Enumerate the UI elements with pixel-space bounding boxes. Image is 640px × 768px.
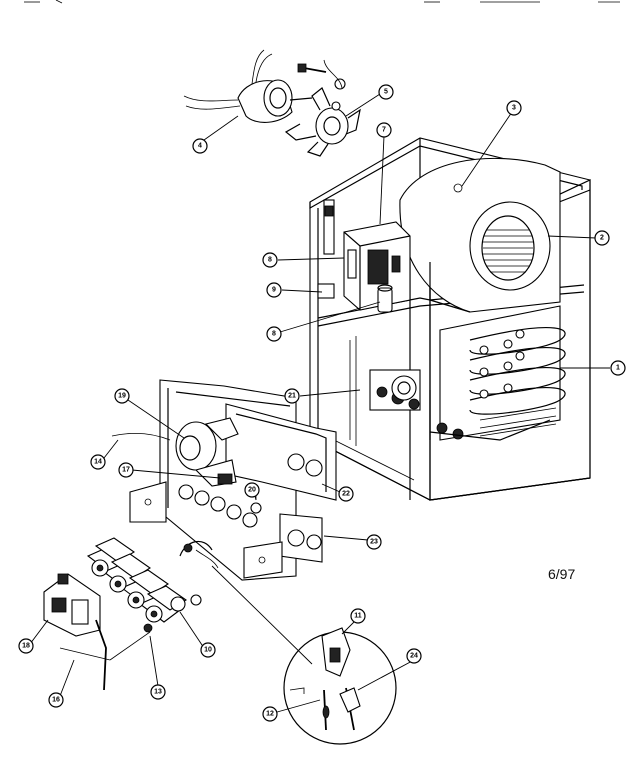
svg-text:5: 5 <box>384 89 388 96</box>
motor-mount-bracket <box>284 59 361 157</box>
callout-16: 16 <box>48 692 64 708</box>
svg-text:22: 22 <box>342 491 350 498</box>
svg-text:21: 21 <box>288 393 296 400</box>
callout-24: 24 <box>406 648 422 664</box>
callout-22: 22 <box>338 486 354 502</box>
callout-13: 13 <box>150 684 166 700</box>
svg-text:12: 12 <box>266 711 274 718</box>
svg-text:8: 8 <box>272 331 276 338</box>
svg-text:11: 11 <box>354 613 362 620</box>
svg-text:4: 4 <box>198 143 202 150</box>
gas-valve <box>43 573 153 691</box>
svg-text:14: 14 <box>94 459 102 466</box>
ignitor-detail <box>179 540 397 745</box>
svg-text:3: 3 <box>512 105 516 112</box>
callout-12: 12 <box>262 706 278 722</box>
callout-5: 5 <box>378 84 394 100</box>
callout-17: 17 <box>118 462 134 478</box>
callout-9: 9 <box>266 282 282 298</box>
callout-19: 19 <box>114 388 130 404</box>
callout-3: 3 <box>506 100 522 116</box>
leader-lines <box>29 93 610 715</box>
svg-text:2: 2 <box>600 235 604 242</box>
svg-text:16: 16 <box>52 697 60 704</box>
blower-motor <box>183 49 313 123</box>
blower-assembly <box>399 157 561 313</box>
svg-text:24: 24 <box>410 653 418 660</box>
callout-8-upper: 8 <box>262 252 278 268</box>
svg-text:8: 8 <box>268 257 272 264</box>
callout-1: 1 <box>610 360 626 376</box>
callout-23: 23 <box>366 534 382 550</box>
callout-18: 18 <box>18 638 34 654</box>
burner-row <box>86 537 202 623</box>
callout-2: 2 <box>594 230 610 246</box>
heat-exchanger <box>369 305 566 441</box>
callout-4: 4 <box>192 138 208 154</box>
control-module <box>317 199 411 313</box>
control-panel <box>111 379 337 581</box>
date-code: 6/97 <box>548 566 576 582</box>
callout-8-lower: 8 <box>266 326 282 342</box>
callout-20: 20 <box>244 482 260 498</box>
svg-text:19: 19 <box>118 393 126 400</box>
callout-10: 10 <box>200 642 216 658</box>
callout-21: 21 <box>284 388 300 404</box>
svg-text:10: 10 <box>204 647 212 654</box>
callout-14: 14 <box>90 454 106 470</box>
svg-text:20: 20 <box>248 487 256 494</box>
callout-7: 7 <box>376 122 392 138</box>
svg-text:17: 17 <box>122 467 130 474</box>
svg-text:7: 7 <box>382 127 386 134</box>
svg-text:23: 23 <box>370 539 378 546</box>
callout-11: 11 <box>350 608 366 624</box>
scan-marks <box>24 0 620 4</box>
svg-text:1: 1 <box>616 365 620 372</box>
svg-text:9: 9 <box>272 287 276 294</box>
svg-text:13: 13 <box>154 689 162 696</box>
svg-text:18: 18 <box>22 643 30 650</box>
